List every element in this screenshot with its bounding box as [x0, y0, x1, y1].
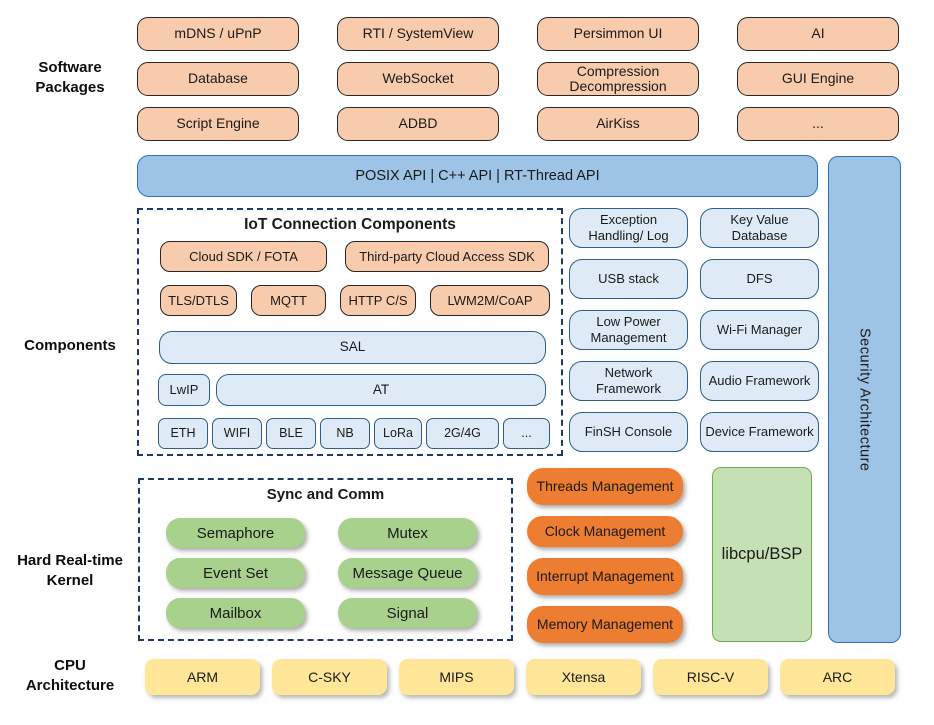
package-compression: Compression Decompression	[537, 62, 699, 96]
kernel-management-column: Threads Management Clock Management Inte…	[527, 468, 683, 643]
cpu-architecture-row: ARM C-SKY MIPS Xtensa RISC-V ARC	[145, 659, 895, 695]
iot-row-stack: LwIP AT	[158, 374, 546, 406]
service-exception-log: Exception Handling/ Log	[569, 208, 688, 248]
sync-and-comm-grid: Semaphore Mutex Event Set Message Queue …	[166, 518, 477, 628]
software-packages-grid: mDNS / uPnP RTI / SystemView Persimmon U…	[137, 17, 900, 141]
package-script-engine: Script Engine	[137, 107, 299, 141]
package-persimmon-ui: Persimmon UI	[537, 17, 699, 51]
service-device-framework: Device Framework	[700, 412, 819, 452]
iot-sal-layer: SAL	[159, 331, 546, 364]
iot-link-eth: ETH	[158, 418, 208, 449]
package-gui-engine: GUI Engine	[737, 62, 899, 96]
kernel-mailbox: Mailbox	[166, 598, 305, 628]
cpu-arm: ARM	[145, 659, 260, 695]
iot-link-wifi: WIFI	[212, 418, 262, 449]
iot-lwm2m-coap: LWM2M/CoAP	[430, 285, 550, 316]
iot-row-links: ETH WIFI BLE NB LoRa 2G/4G ...	[158, 418, 550, 449]
cpu-c-sky: C-SKY	[272, 659, 387, 695]
package-websocket: WebSocket	[337, 62, 499, 96]
service-key-value-db: Key Value Database	[700, 208, 819, 248]
label-kernel: Hard Real-time Kernel	[17, 552, 123, 589]
cpu-mips: MIPS	[399, 659, 514, 695]
service-wifi-manager: Wi-Fi Manager	[700, 310, 819, 350]
service-usb-stack: USB stack	[569, 259, 688, 299]
kernel-mutex: Mutex	[338, 518, 477, 548]
cpu-arc: ARC	[780, 659, 895, 695]
cpu-xtensa: Xtensa	[526, 659, 641, 695]
kernel-semaphore: Semaphore	[166, 518, 305, 548]
iot-link-2g4g: 2G/4G	[426, 418, 499, 449]
component-services-grid: Exception Handling/ Log Key Value Databa…	[569, 208, 819, 452]
label-components: Components	[24, 337, 116, 354]
iot-lwip: LwIP	[158, 374, 210, 406]
package-mdns-upnp: mDNS / uPnP	[137, 17, 299, 51]
iot-row-cloud: Cloud SDK / FOTA Third-party Cloud Acces…	[160, 241, 549, 272]
sync-and-comm-box: Sync and Comm Semaphore Mutex Event Set …	[138, 478, 513, 641]
kernel-threads-management: Threads Management	[527, 468, 683, 505]
security-architecture-bar: Security Architecture	[828, 156, 901, 643]
iot-title: IoT Connection Components	[244, 216, 456, 233]
kernel-message-queue: Message Queue	[338, 558, 477, 588]
kernel-signal: Signal	[338, 598, 477, 628]
package-airkiss: AirKiss	[537, 107, 699, 141]
iot-row-protocols: TLS/DTLS MQTT HTTP C/S LWM2M/CoAP	[160, 285, 550, 316]
kernel-clock-management: Clock Management	[527, 516, 683, 547]
iot-thirdparty-cloud-sdk: Third-party Cloud Access SDK	[345, 241, 549, 272]
iot-cloud-sdk-fota: Cloud SDK / FOTA	[160, 241, 327, 272]
kernel-memory-management: Memory Management	[527, 606, 683, 643]
libcpu-bsp-box: libcpu/BSP	[712, 467, 812, 642]
api-bar: POSIX API | C++ API | RT-Thread API	[137, 155, 818, 197]
iot-tls-dtls: TLS/DTLS	[160, 285, 237, 316]
iot-at: AT	[216, 374, 546, 406]
iot-mqtt: MQTT	[251, 285, 326, 316]
service-dfs: DFS	[700, 259, 819, 299]
service-finsh-console: FinSH Console	[569, 412, 688, 452]
cpu-risc-v: RISC-V	[653, 659, 768, 695]
package-rti-systemview: RTI / SystemView	[337, 17, 499, 51]
package-more: ...	[737, 107, 899, 141]
service-low-power: Low Power Management	[569, 310, 688, 350]
package-adbd: ADBD	[337, 107, 499, 141]
package-database: Database	[137, 62, 299, 96]
iot-http-cs: HTTP C/S	[340, 285, 416, 316]
iot-link-ble: BLE	[266, 418, 316, 449]
iot-link-nb: NB	[320, 418, 370, 449]
iot-link-more: ...	[503, 418, 550, 449]
kernel-event-set: Event Set	[166, 558, 305, 588]
sync-and-comm-title: Sync and Comm	[266, 486, 385, 503]
service-network-framework: Network Framework	[569, 361, 688, 401]
iot-link-lora: LoRa	[374, 418, 422, 449]
iot-connection-components-box: IoT Connection Components Cloud SDK / FO…	[137, 208, 563, 456]
label-cpu-architecture: CPU Architecture	[25, 657, 115, 694]
label-software-packages: Software Packages	[35, 59, 105, 96]
package-ai: AI	[737, 17, 899, 51]
service-audio-framework: Audio Framework	[700, 361, 819, 401]
kernel-interrupt-management: Interrupt Management	[527, 558, 683, 595]
